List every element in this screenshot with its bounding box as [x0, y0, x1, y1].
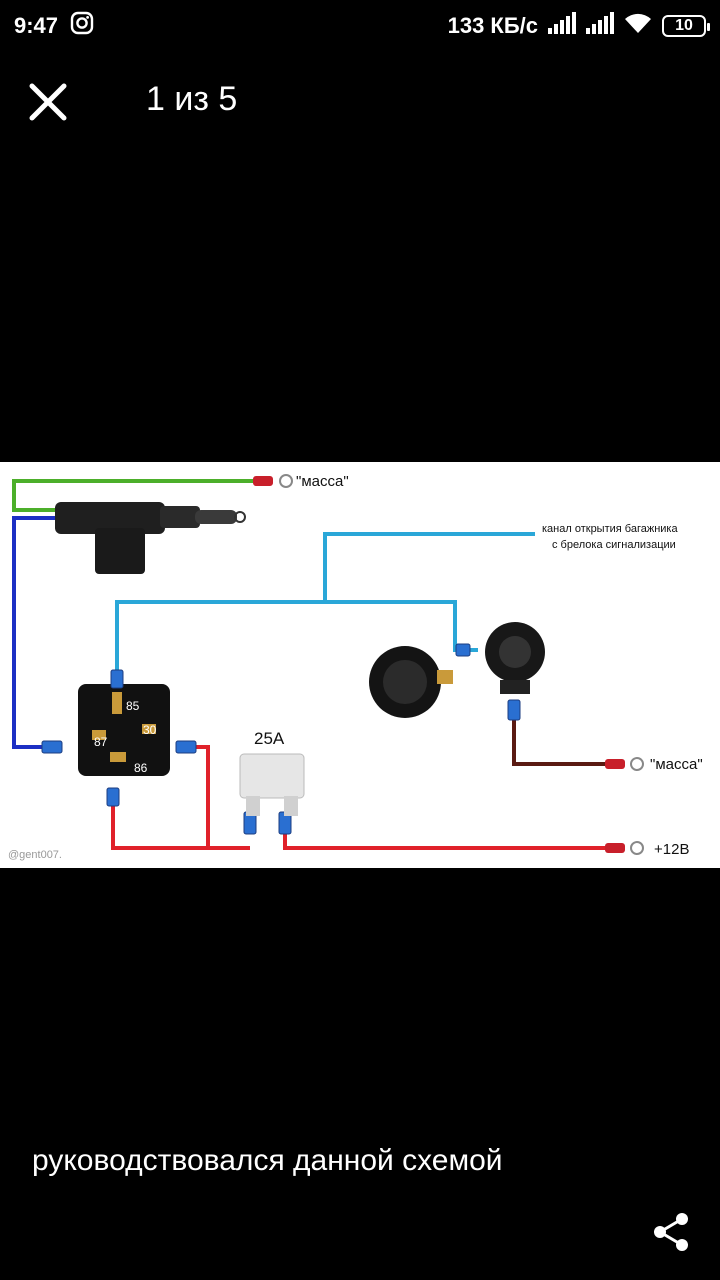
relay-pin-30: 30: [143, 723, 157, 737]
blue-wire: [12, 516, 60, 749]
relay-pin-86: 86: [134, 761, 148, 775]
push-button-switch: [369, 646, 453, 718]
label-channel-line2: с брелока сигнализации: [552, 539, 676, 551]
status-bar: 9:47 133 КБ/с: [0, 0, 720, 52]
share-icon: [654, 1213, 688, 1251]
relay-pin-87: 87: [94, 735, 108, 749]
share-button[interactable]: [650, 1210, 694, 1254]
instagram-icon: [70, 11, 94, 41]
door-lock-actuator: [55, 502, 246, 574]
wifi-icon: [624, 12, 652, 40]
signal-icon: [586, 12, 614, 40]
label-channel-line1: канал открытия багажника: [542, 523, 678, 535]
network-speed: 133 КБ/с: [447, 13, 538, 38]
status-right: 133 КБ/с 10: [447, 12, 710, 40]
trunk-switch: [485, 622, 545, 694]
relay: 85 30 87 86: [78, 684, 170, 776]
close-icon: [29, 83, 67, 121]
status-time: 9:47: [14, 13, 59, 38]
image-counter: 1 из 5: [146, 80, 238, 118]
label-plus12: +12В: [654, 841, 689, 858]
battery-level: 10: [675, 17, 693, 34]
fuse: 25А: [239, 729, 305, 816]
wiring-diagram-image[interactable]: 85 30 87 86: [0, 462, 720, 868]
red-wire-relay86: [111, 792, 208, 850]
close-button[interactable]: [24, 78, 72, 126]
wiring-diagram: 85 30 87 86: [8, 473, 703, 861]
image-caption: руководствовался данной схемой: [32, 1144, 503, 1177]
status-left: 9:47: [14, 11, 94, 41]
light-blue-wire-main: [323, 532, 535, 602]
red-wire-plus12: [283, 828, 612, 850]
brown-wire: [512, 704, 612, 766]
label-massa-right: "масса": [650, 756, 703, 773]
fuse-label: 25А: [254, 729, 285, 748]
ring-terminals: [253, 474, 644, 855]
green-wire: [12, 479, 255, 512]
viewer-header: 1 из 5: [0, 62, 720, 138]
signal-icon: [548, 12, 576, 40]
watermark: @gent007.: [8, 849, 62, 861]
battery-icon: 10: [662, 15, 710, 37]
label-massa-top: "масса": [296, 473, 349, 490]
relay-pin-85: 85: [126, 699, 140, 713]
crimp-connectors: [41, 643, 521, 835]
